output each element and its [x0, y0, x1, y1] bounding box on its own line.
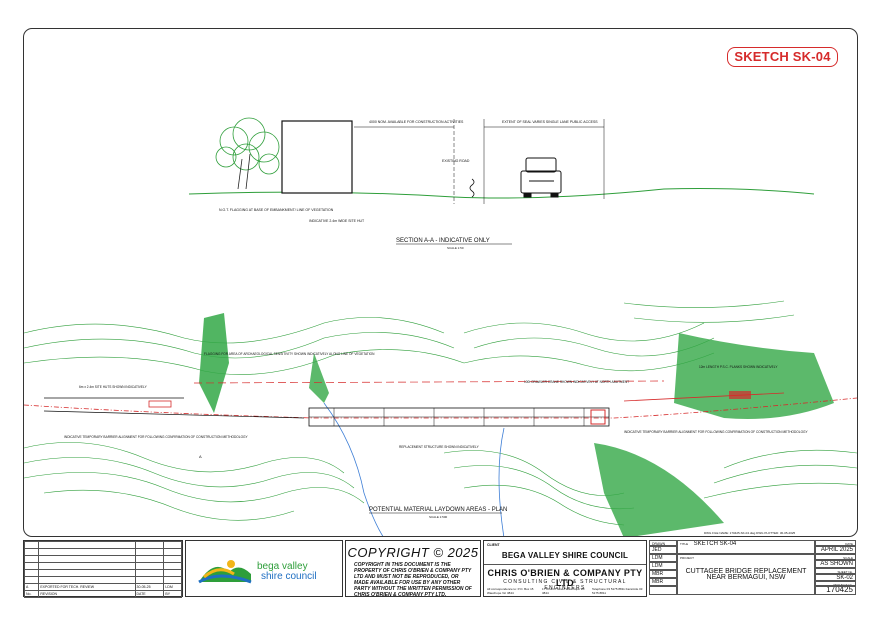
section-title: SECTION A-A - INDICATIVE ONLY: [396, 238, 490, 244]
hut-note: INDICATIVE 2.4m WIDE SITE HUT: [309, 219, 365, 223]
tree-icon: [215, 117, 280, 190]
svg-text:INDICATIVE TEMPORARY BARRIER A: INDICATIVE TEMPORARY BARRIER ALIGNMENT F…: [64, 435, 249, 439]
bank-east: [674, 333, 834, 419]
vehicle-icon: [520, 157, 562, 198]
svg-text:INDICATIVE TEMPORARY BARRIER A: INDICATIVE TEMPORARY BARRIER ALIGNMENT F…: [624, 430, 809, 434]
road-centerline: [24, 397, 857, 419]
laydown-note: 4000 NOM. AVAILABLE FOR CONSTRUCTION ACT…: [369, 120, 464, 124]
seal-note: EXTENT OF SEAL VARIES SINGLE LANE PUBLIC…: [502, 120, 598, 124]
sketch-tag: SKETCH SK-04: [727, 47, 838, 67]
consultant-name: CHRIS O'BRIEN & COMPANY PTY LTD: [487, 568, 643, 588]
bank-west: [199, 313, 229, 413]
sheet-title: SKETCH SK-04: [693, 541, 737, 547]
copyright-text: COPYRIGHT IN THIS DOCUMENT IS THE PROPER…: [354, 562, 472, 598]
svg-text:shire council: shire council: [261, 571, 317, 582]
site-hut: [281, 120, 353, 194]
flagging-note: N.O.T. FLAGGING AT BASE OF EMBANKMENT/ L…: [219, 208, 334, 212]
council-logo: bega valley shire council: [185, 540, 343, 597]
svg-text:100t CRAWLER CRANE SHOWN INDIC: 100t CRAWLER CRANE SHOWN INDICATIVELY AT…: [524, 380, 629, 384]
river: [323, 402, 384, 536]
bank-north: [309, 353, 329, 403]
section-scale: SCALE 1:50: [447, 246, 464, 250]
project-name: CUTTAGEE BRIDGE REPLACEMENT: [685, 568, 807, 575]
copyright-box: COPYRIGHT © 2025 COPYRIGHT IN THIS DOCUM…: [345, 540, 481, 598]
copyright-title: COPYRIGHT © 2025: [347, 545, 479, 560]
laydown-area-east: [729, 391, 751, 399]
plan-view: FLAGGING FOR AREA OF ARCHAEOLOGICAL SENS…: [24, 300, 857, 536]
revision-table: A EXPORTED FOR TECH. REVIEW 30-05-25 LDM…: [23, 540, 183, 598]
drawing-sheet: SKETCH SK-04: [23, 28, 858, 537]
project-location: NEAR BERMAGUI, NSW: [706, 574, 786, 581]
consultant-sub: CONSULTING CIVIL & STRUCTURAL ENGINEERS: [503, 579, 627, 591]
client-box: CLIENT BEGA VALLEY SHIRE COUNCIL CHRIS O…: [483, 540, 647, 597]
road-note: EXISTING ROAD: [442, 159, 470, 163]
svg-text:bega valley: bega valley: [257, 561, 308, 572]
bank-south: [594, 443, 724, 536]
title-block: DRAWN JED LDM LDM MBR MBR TITLE SKETCH S…: [649, 540, 856, 595]
file-info: DWG FILE NAME: 170425-SK-04.dwg DWG PLOT…: [704, 531, 796, 535]
svg-text:A: A: [199, 454, 202, 459]
crane: [590, 409, 606, 425]
plan-title: POTENTIAL MATERIAL LAYDOWN AREAS - PLAN: [369, 507, 507, 513]
svg-text:12m LENGTH P.S.C. PLANKS SHOWN: 12m LENGTH P.S.C. PLANKS SHOWN INDICATIV…: [699, 365, 778, 369]
project-number: 170425: [815, 586, 856, 595]
plan-scale: SCALE 1:500: [429, 515, 448, 519]
svg-text:FLAGGING FOR AREA OF ARCHAEOLO: FLAGGING FOR AREA OF ARCHAEOLOGICAL SENS…: [204, 352, 375, 356]
section-view: 4000 NOM. AVAILABLE FOR CONSTRUCTION ACT…: [188, 117, 815, 250]
laydown-area-west: [148, 400, 172, 408]
council-logo-icon: bega valley shire council: [198, 559, 317, 583]
svg-text:6m x 2.4m SITE HUTS SHOWN INDI: 6m x 2.4m SITE HUTS SHOWN INDICATIVELY: [79, 385, 148, 389]
client-name: BEGA VALLEY SHIRE COUNCIL: [501, 551, 629, 560]
svg-text:REPLACEMENT STRUCTURE SHOWN IN: REPLACEMENT STRUCTURE SHOWN INDICATIVELY: [399, 445, 480, 449]
